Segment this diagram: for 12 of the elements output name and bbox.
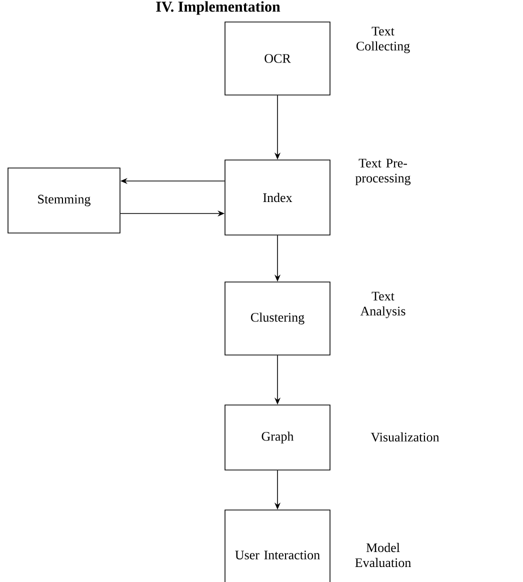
process-box: Stemming — [8, 168, 120, 234]
process-box: Index — [224, 160, 330, 236]
stage-label: Text Pre-processing — [355, 158, 411, 186]
process-box: Clustering — [224, 282, 330, 356]
process-box: OCR — [224, 22, 330, 96]
stage-label: Model Evaluation — [355, 542, 411, 568]
stage-label: Text Analysis — [360, 292, 406, 318]
section-heading: IV. Implementation — [156, 1, 280, 15]
process-box: User Interaction — [224, 510, 330, 582]
stage-label: Text Collecting — [356, 26, 410, 54]
process-box: Graph — [224, 404, 330, 470]
stage-label: Visualization — [370, 432, 440, 442]
